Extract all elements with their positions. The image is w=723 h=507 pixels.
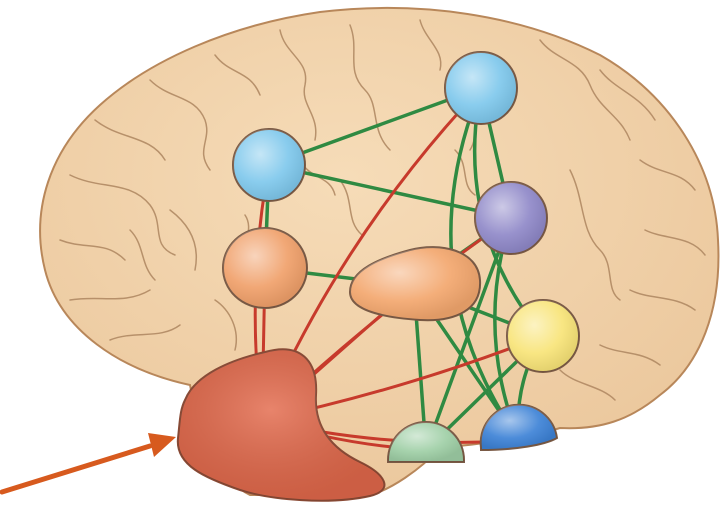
yellow-node [507,300,579,372]
blue-top-node [445,52,517,124]
purple-node [475,182,547,254]
blue-left-node [233,129,305,201]
arrow-icon [2,433,176,492]
orange-left-node [223,228,307,308]
